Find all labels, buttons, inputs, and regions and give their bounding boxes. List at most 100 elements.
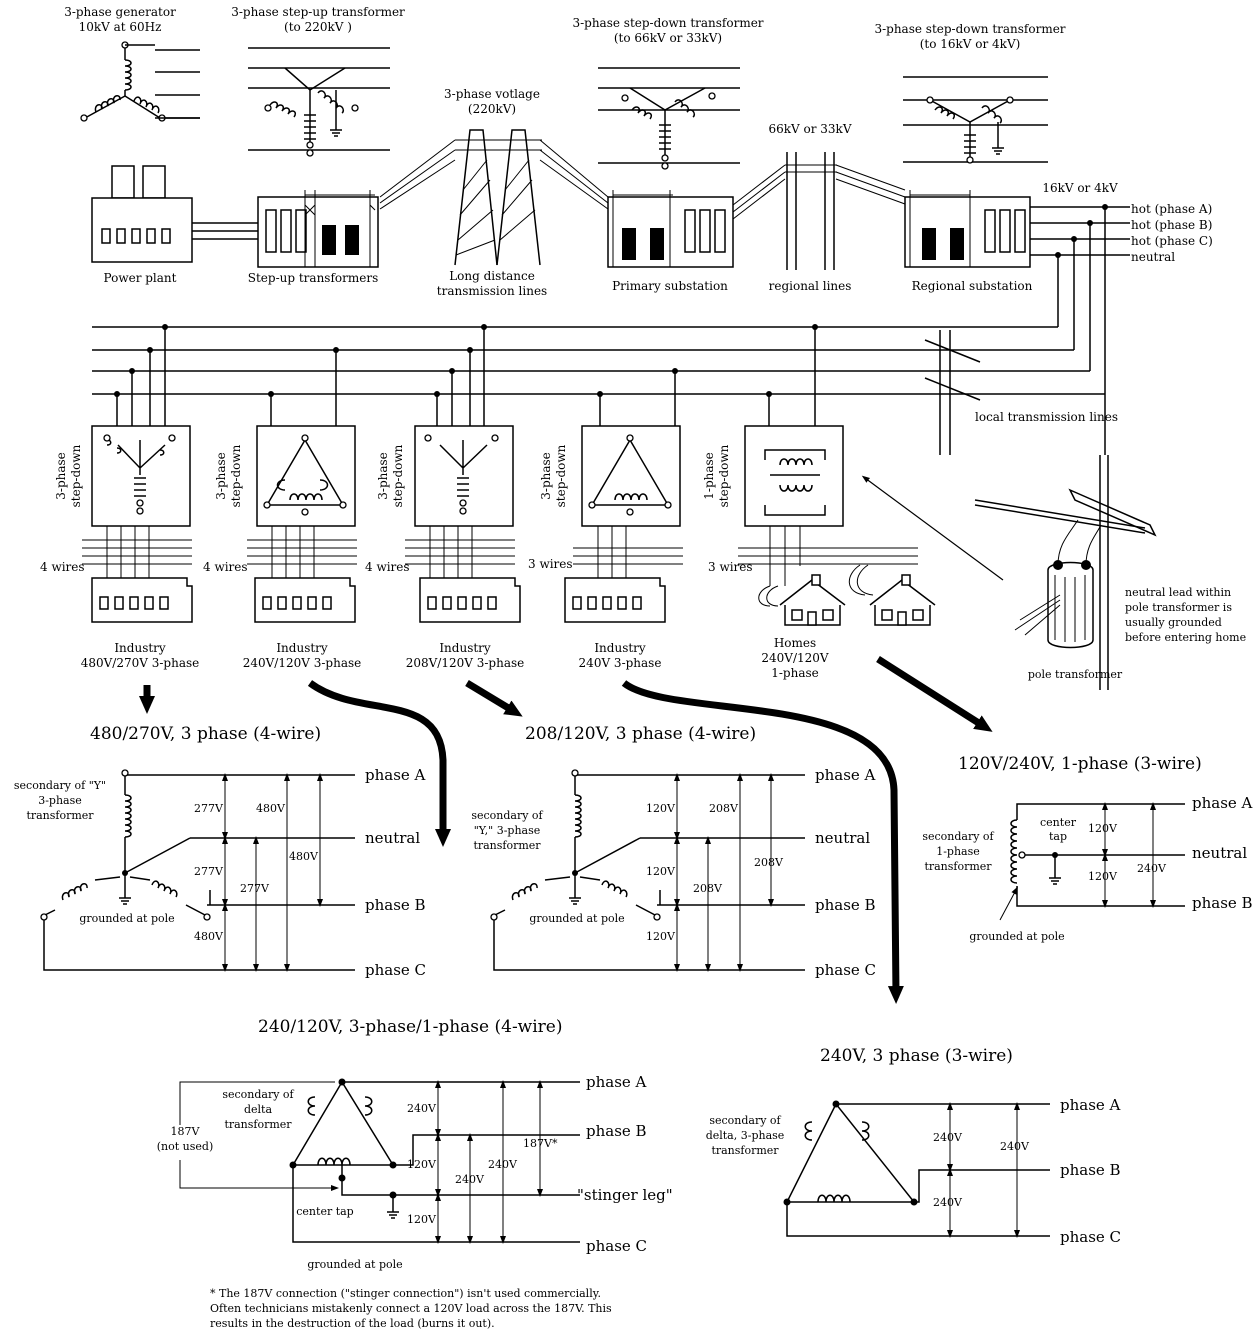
- primary-substation-label: Primary substation: [612, 279, 728, 293]
- d240d-center-tap: center tap: [296, 1205, 353, 1218]
- vlabel-1a: 3-phase: [54, 452, 68, 500]
- d240-sec-2: delta, 3-phase: [706, 1129, 785, 1142]
- stepdown1-label-1: 3-phase step-down transformer: [572, 16, 763, 30]
- d240-sec-1: secondary of: [709, 1114, 781, 1127]
- d480-v277b: 277V: [194, 865, 224, 878]
- stepup-label-1: 3-phase step-up transformer: [231, 5, 405, 19]
- d120-grounded: grounded at pole: [969, 930, 1064, 943]
- long-distance-label-1: Long distance: [449, 269, 535, 283]
- hot-phase-a-label: hot (phase A): [1131, 202, 1212, 216]
- d480-v277c: 277V: [240, 882, 270, 895]
- d208-v208c: 208V: [754, 856, 784, 869]
- d480-v277a: 277V: [194, 802, 224, 815]
- industry-volt-3: 208V/120V 3-phase: [406, 656, 525, 670]
- pole-note-1: neutral lead within: [1125, 586, 1231, 599]
- d208-grounded: grounded at pole: [529, 912, 624, 925]
- d480-phase-a: phase A: [365, 766, 426, 784]
- d208-phase-b: phase B: [815, 896, 876, 914]
- d120-v240: 240V: [1137, 862, 1167, 875]
- stepup-transformers-label: Step-up transformers: [248, 271, 378, 285]
- vlabel-2a: 3-phase: [214, 452, 228, 500]
- vlabel-4b: step-down: [554, 444, 568, 507]
- d240d-sec-2: delta: [244, 1103, 272, 1116]
- d480-title: 480/270V, 3 phase (4-wire): [90, 724, 321, 744]
- pole-note-3: usually grounded: [1125, 616, 1222, 629]
- industry-label-4: Industry: [594, 641, 646, 655]
- industry-label-1: Industry: [114, 641, 166, 655]
- d208-sec-1: secondary of: [471, 809, 543, 822]
- vlabel-3b: step-down: [391, 444, 405, 507]
- wires-label-5: 3 wires: [708, 560, 753, 574]
- voltage-label-1: 3-phase votlage: [444, 87, 540, 101]
- d208-title: 208/120V, 3 phase (4-wire): [525, 724, 756, 744]
- long-distance-label-2: transmission lines: [437, 284, 547, 298]
- stepdown2-label-1: 3-phase step-down transformer: [874, 22, 1065, 36]
- d120-v120a: 120V: [1088, 822, 1118, 835]
- neutral-label: neutral: [1131, 250, 1175, 264]
- d480-sec-2: 3-phase: [38, 794, 82, 807]
- d240d-v240c: 240V: [488, 1158, 518, 1171]
- d240d-v240b: 240V: [455, 1173, 485, 1186]
- d240-v240c: 240V: [1000, 1140, 1030, 1153]
- industry-label-3: Industry: [439, 641, 491, 655]
- d480-sec-1: secondary of "Y": [14, 779, 106, 792]
- local-voltage-label: 16kV or 4kV: [1042, 181, 1118, 195]
- d240-v240b: 240V: [933, 1196, 963, 1209]
- stepdown1-label-2: (to 66kV or 33kV): [614, 31, 722, 45]
- homes-label-3: 1-phase: [771, 666, 819, 680]
- stepup-substation: [258, 140, 455, 267]
- vlabel-2b: step-down: [229, 444, 243, 507]
- pole-transformer-label: pole transformer: [1028, 668, 1123, 681]
- d480-sec-3: transformer: [26, 809, 94, 822]
- wires-label-2: 4 wires: [203, 560, 248, 574]
- power-plant-label: Power plant: [104, 271, 177, 285]
- footnote: * The 187V connection ("stinger connecti…: [210, 1287, 612, 1330]
- wires-label-1: 4 wires: [40, 560, 85, 574]
- d208-v208a: 208V: [693, 882, 723, 895]
- d208-sec-3: transformer: [473, 839, 541, 852]
- industry-volt-2: 240V/120V 3-phase: [243, 656, 362, 670]
- regional-substation-label: Regional substation: [912, 279, 1033, 293]
- d240d-v187: 187V*: [523, 1137, 558, 1150]
- vlabel-1b: step-down: [69, 444, 83, 507]
- hot-phase-b-label: hot (phase B): [1131, 218, 1212, 232]
- industry-label-2: Industry: [276, 641, 328, 655]
- hot-phase-c-label: hot (phase C): [1131, 234, 1213, 248]
- d120-neutral: neutral: [1192, 844, 1247, 862]
- pole-note-4: before entering home: [1125, 631, 1246, 644]
- d240-phase-a: phase A: [1060, 1096, 1121, 1114]
- d240d-v120a: 120V: [407, 1158, 437, 1171]
- loads: 4 wires 4 wires 4 wires 3 wires 3 wires …: [40, 557, 935, 680]
- d240d-v120b: 120V: [407, 1213, 437, 1226]
- d240d-title: 240/120V, 3-phase/1-phase (4-wire): [258, 1017, 563, 1037]
- d240d-187-1: 187V: [171, 1125, 201, 1138]
- generator-label-1: 3-phase generator: [64, 5, 176, 19]
- d240-phase-b: phase B: [1060, 1161, 1121, 1179]
- d480-v480c: 480V: [289, 850, 319, 863]
- d480-v480a: 480V: [194, 930, 224, 943]
- d208-sec-2: "Y," 3-phase: [474, 824, 541, 837]
- vlabel-3a: 3-phase: [376, 452, 390, 500]
- stepup-label-2: (to 220kV ): [284, 20, 352, 34]
- stepdown2-transformer-symbol: [903, 77, 1048, 163]
- d480-grounded: grounded at pole: [79, 912, 174, 925]
- footnote-2: Often technicians mistakenly connect a 1…: [210, 1302, 612, 1315]
- d240d-grounded: grounded at pole: [307, 1258, 402, 1271]
- homes-label-2: 240V/120V: [761, 651, 829, 665]
- d120-ct-1: center: [1040, 816, 1077, 829]
- d208-v120b: 120V: [646, 865, 676, 878]
- regional-poles: [785, 152, 905, 270]
- d120-phase-a: phase A: [1192, 794, 1253, 812]
- d120-sec-2: 1-phase: [936, 845, 980, 858]
- industry-volt-1: 480V/270V 3-phase: [81, 656, 200, 670]
- d208-neutral: neutral: [815, 829, 870, 847]
- regional-lines-label: regional lines: [769, 279, 852, 293]
- diagram-120-240: 120V/240V, 1-phase (3-wire) secondary of…: [922, 754, 1252, 943]
- d240-v240a: 240V: [933, 1131, 963, 1144]
- d240-sec-3: transformer: [711, 1144, 779, 1157]
- regional-voltage-label: 66kV or 33kV: [768, 122, 851, 136]
- d120-v120b: 120V: [1088, 870, 1118, 883]
- d240-phase-c: phase C: [1060, 1228, 1121, 1246]
- d480-v480b: 480V: [256, 802, 286, 815]
- transmission-towers: [455, 130, 608, 265]
